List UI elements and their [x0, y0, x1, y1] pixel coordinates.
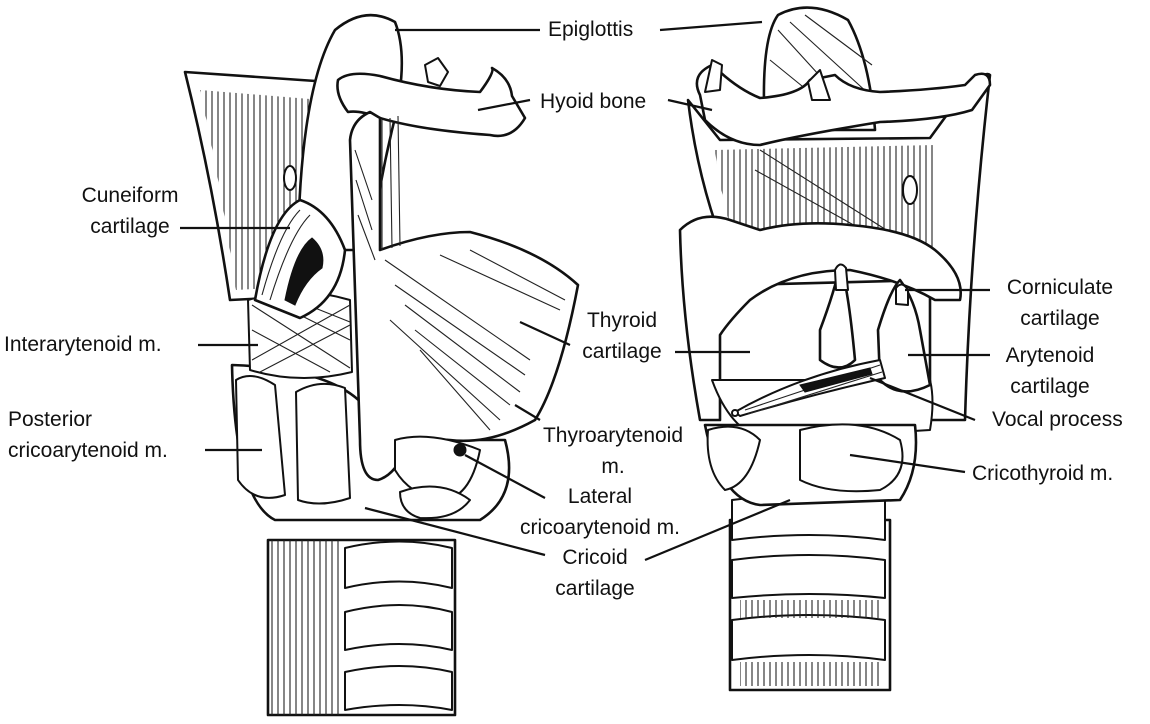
leader-vocal-process: [869, 376, 976, 422]
right-hyoid-tip: [704, 59, 723, 93]
hyoid-lesser-horn: [424, 57, 449, 87]
leader-thyroid-left: [519, 321, 571, 346]
thyroid-horn-fibers: [354, 149, 376, 261]
label-corniculate-cartilage: Corniculate cartilage: [1006, 276, 1114, 330]
left-corniculate: [834, 263, 849, 291]
leader-cricoid-right: [644, 498, 791, 562]
right-trachea-ligament-2: [740, 662, 880, 686]
thyrohyoid-fibers: [381, 115, 401, 250]
label-thyroarytenoid: Thyroarytenoid m.: [542, 424, 684, 478]
thyroid-fibers: [384, 249, 566, 431]
right-trachea-ligament-1: [740, 600, 880, 618]
left-trachealis-muscle: [270, 540, 340, 715]
leader-cricoid-left: [364, 506, 546, 557]
right-tracheal-ring-3: [731, 614, 886, 661]
label-thyroid-cartilage: Thyroid cartilage: [582, 309, 662, 363]
label-lateral-cricoarytenoid: Lateral cricoarytenoid m.: [520, 485, 680, 539]
left-thyroid-cartilage: [348, 110, 580, 482]
label-posterior-cricoarytenoid: Posterior cricoarytenoid m.: [8, 408, 168, 462]
cricothyroid-right-belly: [799, 423, 904, 493]
label-cricothyroid: Cricothyroid m.: [972, 462, 1114, 485]
lateral-cricoarytenoid-lower: [399, 485, 471, 520]
posterior-cricoarytenoid-muscle-left: [235, 375, 286, 499]
label-cuneiform-cartilage: Cuneiform cartilage: [81, 184, 179, 238]
leader-epiglottis-right: [659, 20, 763, 32]
cuneiform-fibers: [261, 209, 311, 301]
vocal-ligament-dark: [799, 367, 873, 393]
thyroarytenoid-dot: [453, 443, 467, 457]
vocal-process-tip: [731, 409, 739, 417]
tracheal-ring-2: [344, 604, 453, 651]
right-tracheal-ring-2: [731, 554, 886, 599]
leader-thyroarytenoid: [514, 404, 541, 421]
left-larynx: [180, 13, 580, 717]
tracheal-ring-3: [344, 665, 453, 711]
leader-lateral-cricoarytenoid: [464, 454, 546, 499]
label-epiglottis: Epiglottis: [548, 18, 634, 41]
right-larynx: [644, 6, 992, 692]
tracheal-ring-1: [344, 540, 453, 589]
right-membrane-foramen: [902, 175, 918, 205]
label-hyoid-bone: Hyoid bone: [540, 90, 647, 113]
right-hyoid-horn: [807, 69, 831, 101]
right-hyoid-bone: [695, 63, 992, 147]
posterior-cricoarytenoid-muscle-right: [295, 382, 351, 505]
label-interarytenoid: Interarytenoid m.: [4, 333, 162, 356]
left-membrane-foramen: [283, 165, 297, 191]
leader-hyoid-right: [667, 98, 713, 112]
right-corniculate: [895, 283, 909, 306]
leader-cricothyroid: [849, 453, 966, 474]
left-hyoid-bone: [336, 66, 527, 138]
label-cricoid-cartilage: Cricoid cartilage: [555, 546, 635, 600]
cuneiform-cartilage-shadow: [284, 237, 324, 306]
label-vocal-process: Vocal process: [992, 408, 1123, 431]
interarytenoid-fibers: [251, 297, 351, 373]
label-arytenoid-cartilage: Arytenoid cartilage: [1005, 344, 1095, 398]
leader-hyoid: [477, 98, 531, 112]
cricothyroid-left-belly: [706, 425, 761, 491]
